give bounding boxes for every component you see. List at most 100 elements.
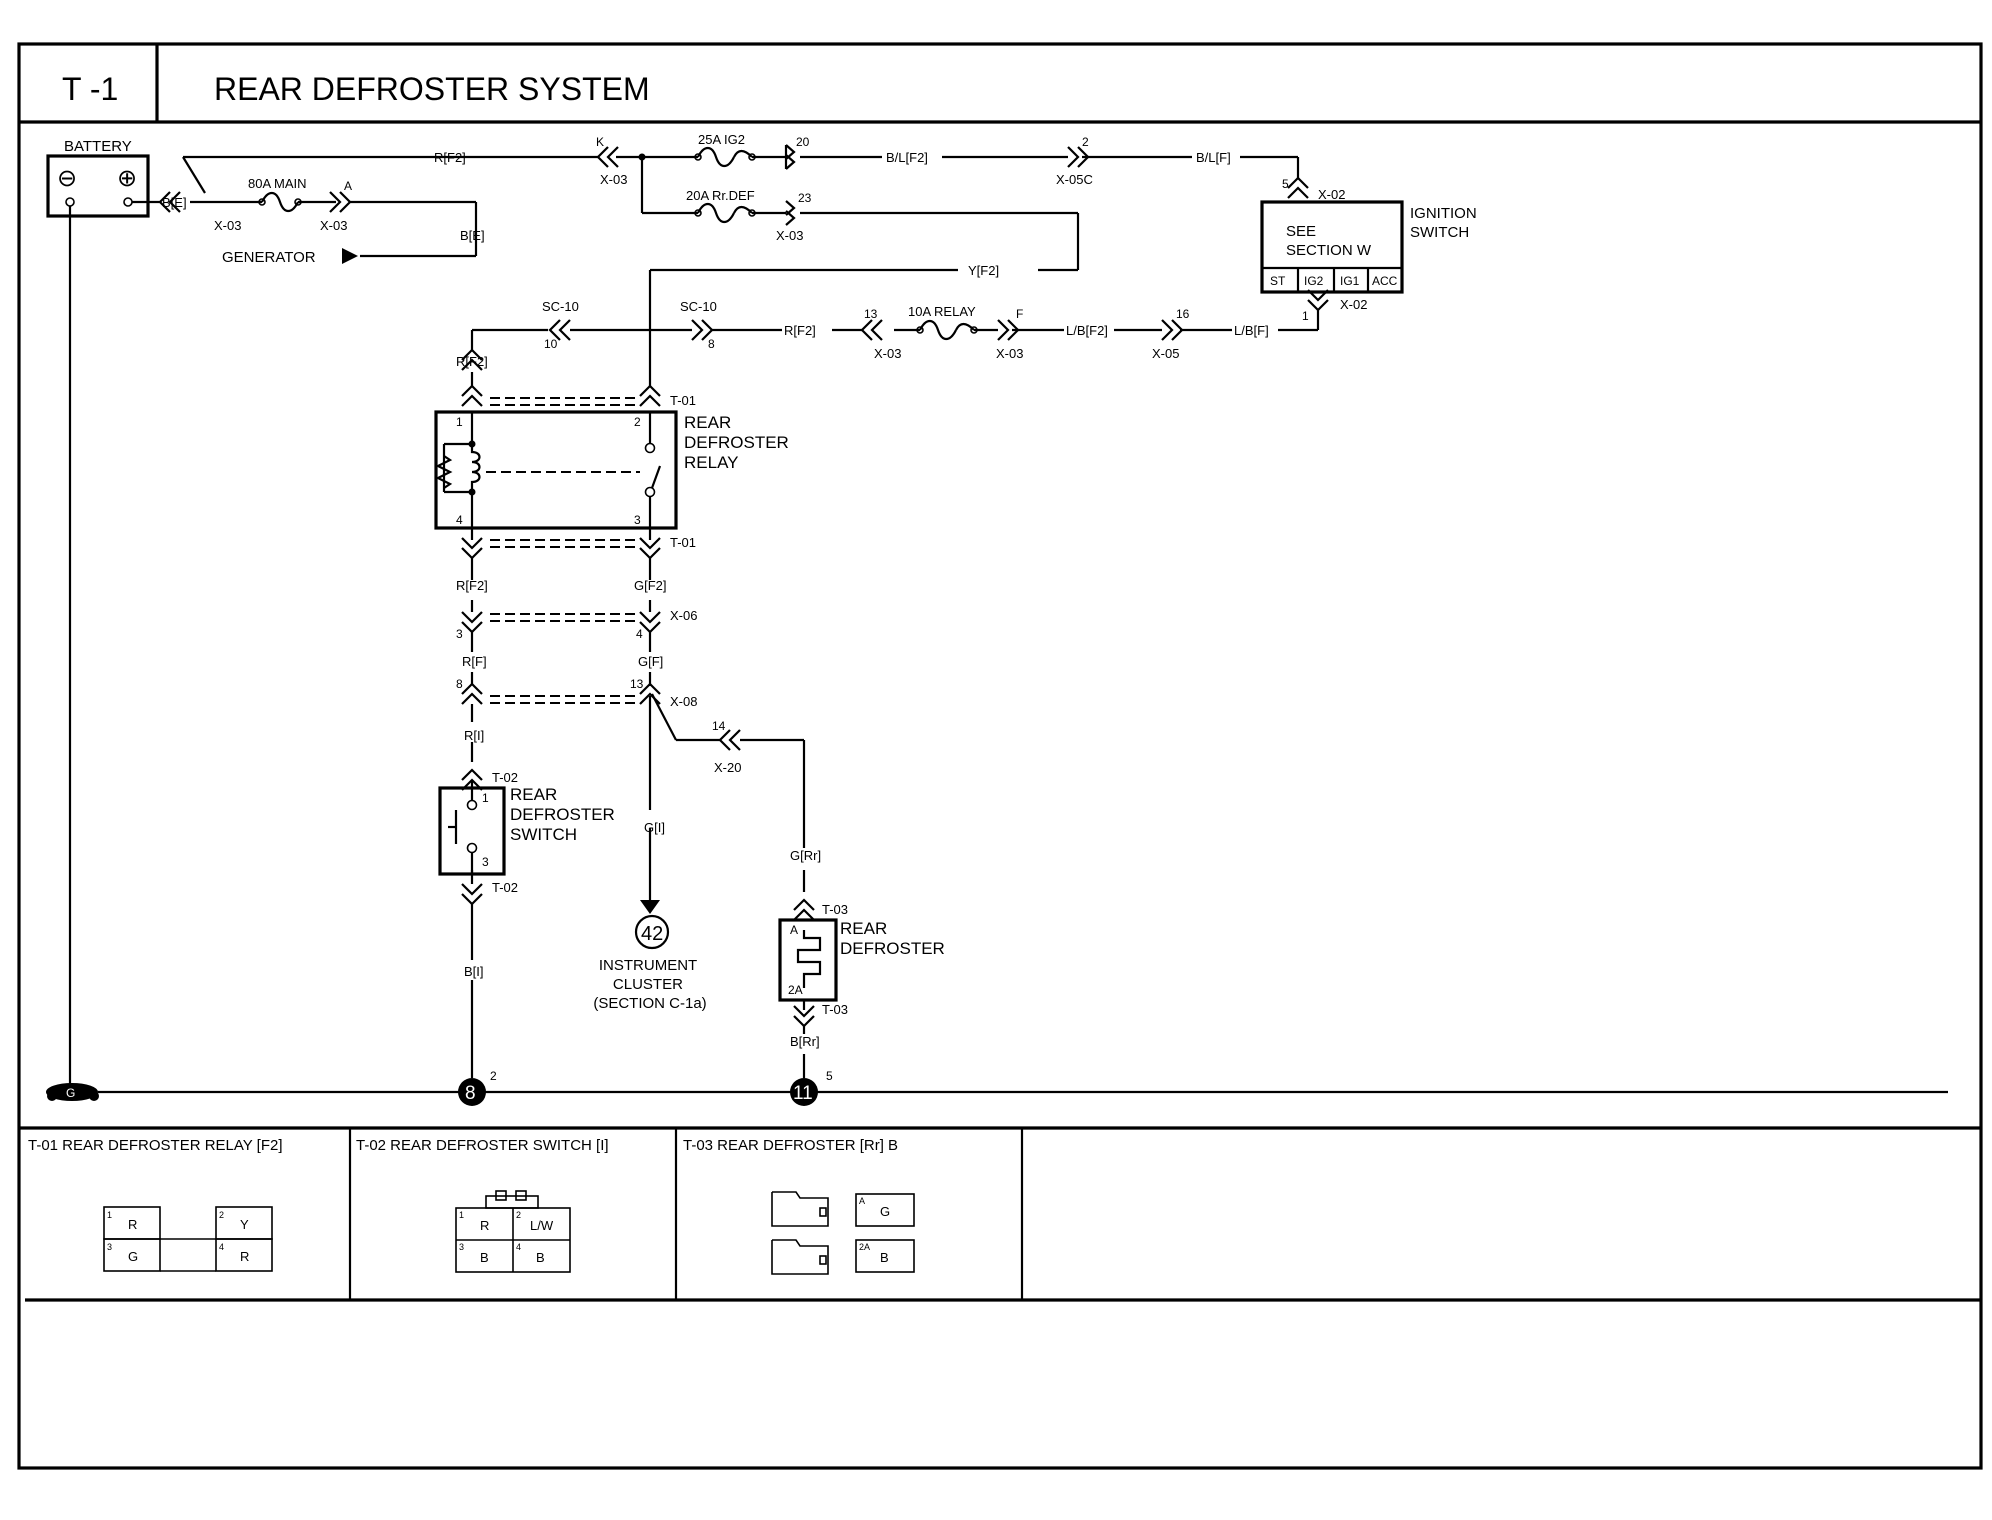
connector-tie-lines	[490, 397, 640, 704]
battery-ground	[46, 1083, 99, 1101]
cluster-ref-circle	[634, 914, 670, 950]
page-title: REAR DEFROSTER SYSTEM	[214, 71, 650, 107]
cluster-number: 42	[641, 923, 663, 945]
pin-number: 13	[630, 677, 644, 691]
wire-label: B/L[F]	[1196, 150, 1231, 165]
connector-view-title: T-02 REAR DEFROSTER SWITCH [I]	[356, 1137, 609, 1154]
pin-cell-color: R	[480, 1218, 489, 1233]
connector-label: T-02	[492, 770, 518, 785]
pin-number: 4	[456, 513, 463, 527]
pin-cell-num: 4	[219, 1242, 224, 1252]
ign-position-st: ST	[1270, 274, 1286, 288]
wire-label: G[Rr]	[790, 848, 821, 863]
fuse-25a-ig2: 25A IG2	[698, 132, 745, 147]
wire-label: G[I]	[644, 820, 665, 835]
battery: BATTERY ⊖ ⊕	[46, 138, 150, 218]
wire-label: R[F2]	[456, 354, 488, 369]
connector-label: X-03	[776, 228, 803, 243]
connector-label: X-02	[1318, 187, 1345, 202]
fuse-10a-relay: 10A RELAY	[908, 304, 976, 319]
pin-cell-num: 2A	[859, 1242, 870, 1252]
wire-label: G[F]	[638, 654, 663, 669]
defroster-label: REAR DEFROSTER	[840, 919, 945, 958]
defroster-pin-2a: 2A	[788, 983, 803, 997]
generator-label: GENERATOR	[222, 249, 316, 266]
pin-number: 23	[798, 191, 812, 205]
cluster-arrow-icon	[640, 900, 660, 914]
connector-view-t01	[103, 1206, 273, 1272]
pin-number: K	[596, 135, 604, 149]
pin-number: 3	[456, 627, 463, 641]
wire-label: B[E]	[162, 195, 187, 210]
pin-number: A	[344, 179, 352, 193]
connector-label: X-03	[996, 346, 1023, 361]
connector-label: T-02	[492, 880, 518, 895]
pin-cell-color: R	[128, 1217, 137, 1232]
pin-cell-num: 4	[516, 1242, 521, 1252]
wire-label: R[F2]	[784, 323, 816, 338]
generator-arrow-icon	[342, 248, 358, 264]
connector-label: X-02	[1340, 297, 1367, 312]
pin-number: 1	[456, 415, 463, 429]
wires	[68, 155, 1948, 1094]
connector-label: T-03	[822, 1002, 848, 1017]
connector-chevrons	[158, 144, 1329, 1028]
relay-label: REAR DEFROSTER RELAY	[684, 413, 794, 472]
connector-label: SC-10	[680, 299, 717, 314]
pin-number: 2	[634, 415, 641, 429]
pin-number: 10	[544, 337, 558, 351]
connector-label: X-08	[670, 694, 697, 709]
wire-label: Y[F2]	[968, 263, 999, 278]
pin-cell-color: G	[880, 1204, 890, 1219]
fuse-80a-main: 80A MAIN	[248, 176, 307, 191]
wire-label: B[I]	[464, 964, 484, 979]
ignition-switch-label: IGNITION SWITCH	[1410, 205, 1481, 241]
switch-pin-1: 1	[482, 791, 489, 805]
page-frame	[17, 42, 1983, 1470]
pin-cell-color: R	[240, 1249, 249, 1264]
wire-label: R[F2]	[434, 150, 466, 165]
ground-point-11-label: 11	[793, 1083, 813, 1104]
ground-point-11	[790, 1078, 818, 1106]
pin-cell-color: B	[480, 1250, 489, 1265]
connector-label: X-03	[320, 218, 347, 233]
pin-cell-num: 3	[107, 1242, 112, 1252]
pin-cell-color: L/W	[530, 1218, 554, 1233]
defroster-pin-a: A	[790, 923, 798, 937]
cluster-label: INSTRUMENT CLUSTER (SECTION C-1a)	[593, 957, 706, 1012]
fuse-20a-rr-def: 20A Rr.DEF	[686, 188, 755, 203]
switch-label: REAR DEFROSTER SWITCH	[510, 785, 620, 844]
connector-label: X-03	[600, 172, 627, 187]
connector-label: X-20	[714, 760, 741, 775]
pin-cell-num: 1	[107, 1210, 112, 1220]
connector-label: SC-10	[542, 299, 579, 314]
wire-label: B/L[F2]	[886, 150, 928, 165]
connector-label: X-03	[214, 218, 241, 233]
rear-defroster-switch	[438, 786, 506, 876]
pin-number: 1	[1302, 309, 1309, 323]
connector-label: X-05	[1152, 346, 1179, 361]
connector-view-t03	[771, 1191, 915, 1275]
pin-number: 13	[864, 307, 878, 321]
section-code: T -1	[62, 71, 118, 107]
battery-positive-terminal: ⊕	[117, 165, 137, 192]
ignition-switch	[1260, 200, 1404, 294]
connector-label: X-05C	[1056, 172, 1093, 187]
wire-label: L/B[F]	[1234, 323, 1269, 338]
wire-label: B[E]	[460, 228, 485, 243]
pin-number: 8	[708, 337, 715, 351]
pin-number: 5	[826, 1069, 833, 1083]
ground-point-8-label: 8	[465, 1083, 476, 1104]
battery-negative-terminal: ⊖	[57, 165, 77, 192]
wire-label: R[I]	[464, 728, 484, 743]
pin-cell-color: G	[128, 1249, 138, 1264]
pin-cell-num: 2	[219, 1210, 224, 1220]
pin-number: 8	[456, 677, 463, 691]
pin-number: 14	[712, 719, 726, 733]
pin-number: 5	[1282, 177, 1289, 191]
switch-pin-3: 3	[482, 855, 489, 869]
wire-label: L/B[F2]	[1066, 323, 1108, 338]
wire-label: G[F2]	[634, 578, 667, 593]
pin-cell-num: 3	[459, 1242, 464, 1252]
